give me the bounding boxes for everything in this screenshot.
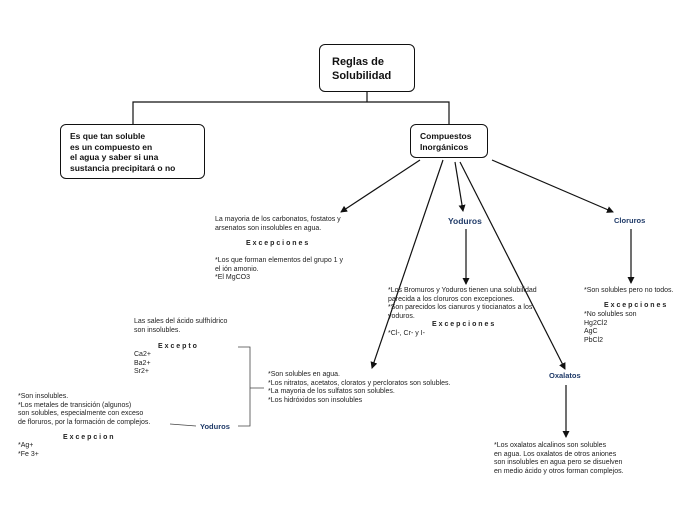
iodides-exceptions-label: E x c e p c i o n e s [432,321,495,328]
inorganic-title: Compuestos Inorgánicos [420,131,472,152]
chlorides-label: Cloruros [614,216,646,225]
solubles-text: *Son solubles en agua. *Los nitratos, ac… [268,371,451,404]
inorganic-node[interactable]: Compuestos Inorgánicos [410,124,488,158]
arrow-to-chlorides [491,159,614,213]
root-title: Reglas de Solubilidad [332,56,392,82]
iodides-exceptions: *Cl-, Cr- y I- [388,330,425,337]
definition-text: Es que tan soluble es un compuesto en el… [70,131,176,173]
carbonates-text: La mayoria de los carbonatos, fostatos y… [215,216,341,232]
arrow-to-carbonates [340,159,421,213]
iodides2-label: Yoduros [200,422,230,431]
oxalates-label: Oxalatos [549,371,581,380]
iodides2-text: *Son insolubles. *Los metales de transic… [18,393,151,426]
iodides2-exception: *Ag+ *Fe 3+ [18,442,39,458]
iodides-text: *Los Bromuros y Yoduros tienen una solub… [388,287,537,320]
sulfides-except: Ca2+ Ba2+ Sr2+ [134,351,151,376]
carbonates-exceptions-label: E x c e p c i o n e s [246,240,309,247]
sulfides-except-label: E x c e p t o [158,343,197,350]
oxalates-text: *Los oxalatos alcalinos son solubles en … [494,442,624,475]
bracket-connector [169,346,264,427]
root-connector [132,92,450,124]
arrow-to-solubles [370,159,444,369]
chlorides-exceptions-label: E x c e p c i o n e s [604,302,667,309]
chlorides-text: *Son solubles pero no todos. [584,287,674,294]
root-node[interactable]: Reglas de Solubilidad [319,44,415,92]
arrow-to-oxalates [459,161,566,370]
iodides2-exception-label: E x c e p c i o n [63,434,114,441]
carbonates-exceptions: *Los que forman elementos del grupo 1 y … [215,257,344,282]
arrow-to-iodides [454,161,466,212]
chlorides-exceptions: *No solubles son Hg2Cl2 AgC PbCl2 [584,311,637,344]
iodides-label: Yoduros [448,216,482,226]
sulfides-text: Las sales del ácido sulfhídrico son inso… [134,318,228,334]
definition-node[interactable]: Es que tan soluble es un compuesto en el… [60,124,205,179]
